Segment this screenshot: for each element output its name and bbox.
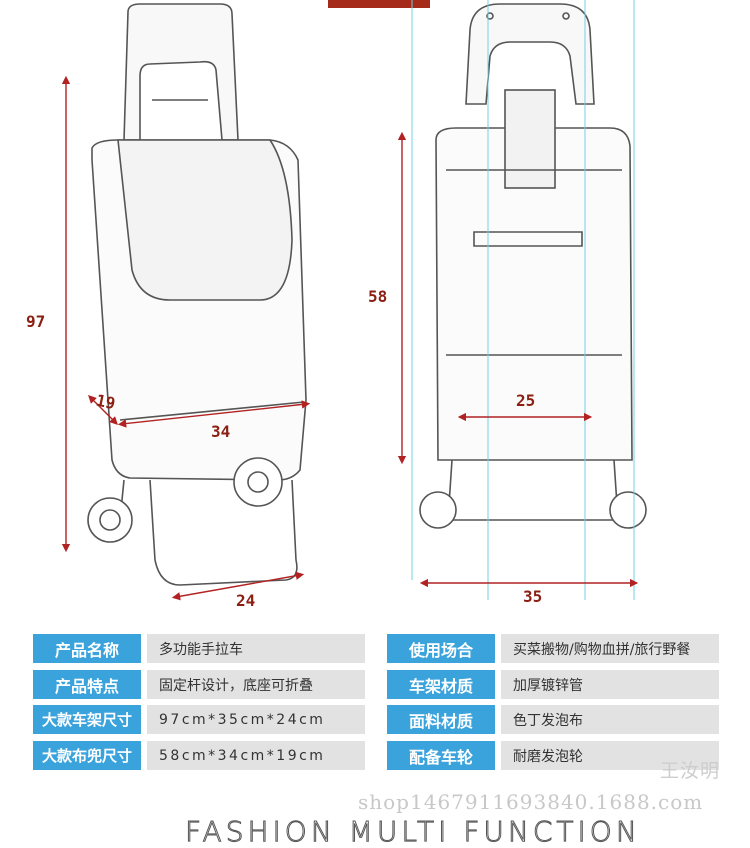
dim-bag-width: 34 <box>211 422 230 441</box>
spec-label: 大款车架尺寸 <box>33 705 141 734</box>
dim-depth: 19 <box>94 391 117 414</box>
watermark-shop: shop1467911693840.1688.com <box>358 790 704 814</box>
spec-value: 耐磨发泡轮 <box>501 741 719 770</box>
spec-value: 色丁发泡布 <box>501 705 719 734</box>
spec-row-product-feature: 产品特点 固定杆设计，底座可折叠 <box>33 670 365 699</box>
top-accent-band <box>328 0 430 8</box>
spec-label: 产品特点 <box>33 670 141 699</box>
dim-bag-height: 58 <box>368 287 387 306</box>
spec-label: 产品名称 <box>33 634 141 663</box>
spec-row-wheels: 配备车轮 耐磨发泡轮 <box>387 741 719 770</box>
dim-inner-width: 25 <box>516 391 535 410</box>
guide-lines <box>411 0 635 600</box>
spec-value: 58cm*34cm*19cm <box>147 741 365 770</box>
spec-label: 大款布兜尺寸 <box>33 741 141 770</box>
spec-row-fabric-material: 面料材质 色丁发泡布 <box>387 705 719 734</box>
spec-row-product-name: 产品名称 多功能手拉车 <box>33 634 365 663</box>
spec-value: 买菜搬物/购物血拼/旅行野餐 <box>501 634 719 663</box>
dim-base-depth: 24 <box>236 591 255 610</box>
cart-side-view <box>87 3 307 586</box>
spec-label: 配备车轮 <box>387 741 495 770</box>
spec-label: 使用场合 <box>387 634 495 663</box>
spec-label: 车架材质 <box>387 670 495 699</box>
cart-front-view <box>419 3 647 529</box>
dim-height-total: 97 <box>26 312 45 331</box>
spec-value: 固定杆设计，底座可折叠 <box>147 670 365 699</box>
spec-row-bag-size: 大款布兜尺寸 58cm*34cm*19cm <box>33 741 365 770</box>
spec-value: 加厚镀锌管 <box>501 670 719 699</box>
dimension-arrows <box>61 75 639 601</box>
spec-row-usage: 使用场合 买菜搬物/购物血拼/旅行野餐 <box>387 634 719 663</box>
spec-row-frame-size: 大款车架尺寸 97cm*35cm*24cm <box>33 705 365 734</box>
cart-diagram: 97 19 34 24 58 25 35 <box>26 0 647 610</box>
watermark-name: 王汝明 <box>660 760 721 782</box>
spec-value: 多功能手拉车 <box>147 634 365 663</box>
spec-row-frame-material: 车架材质 加厚镀锌管 <box>387 670 719 699</box>
dim-frame-width: 35 <box>523 587 542 606</box>
spec-label: 面料材质 <box>387 705 495 734</box>
spec-value: 97cm*35cm*24cm <box>147 705 365 734</box>
